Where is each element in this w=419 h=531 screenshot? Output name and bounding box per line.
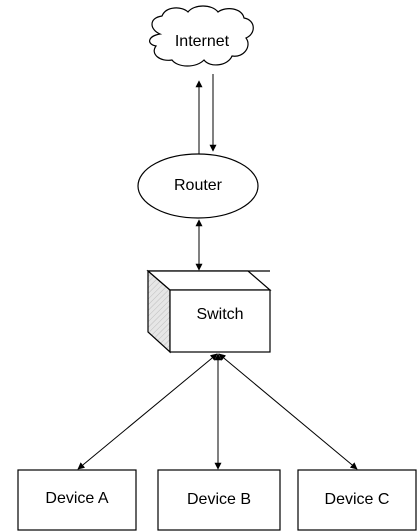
device-c-shape[interactable]: [297, 469, 417, 531]
device-a-shape[interactable]: [17, 469, 137, 531]
edge-switch-device-a: [77, 353, 218, 470]
router-shape[interactable]: [137, 153, 259, 219]
switch-label: Switch: [196, 306, 244, 323]
switch-box-top-face: [146, 270, 272, 291]
switch-shape[interactable]: [169, 289, 271, 353]
device-b-label: Device B: [186, 491, 252, 508]
internet-label: Internet: [174, 33, 230, 50]
edge-switch-device-c: [218, 353, 358, 470]
device-b-shape[interactable]: [157, 469, 281, 531]
internet-cloud-shape[interactable]: [149, 5, 254, 67]
device-c-label: Device C: [324, 491, 390, 508]
router-label: Router: [173, 177, 223, 194]
device-a-label: Device A: [45, 490, 109, 507]
